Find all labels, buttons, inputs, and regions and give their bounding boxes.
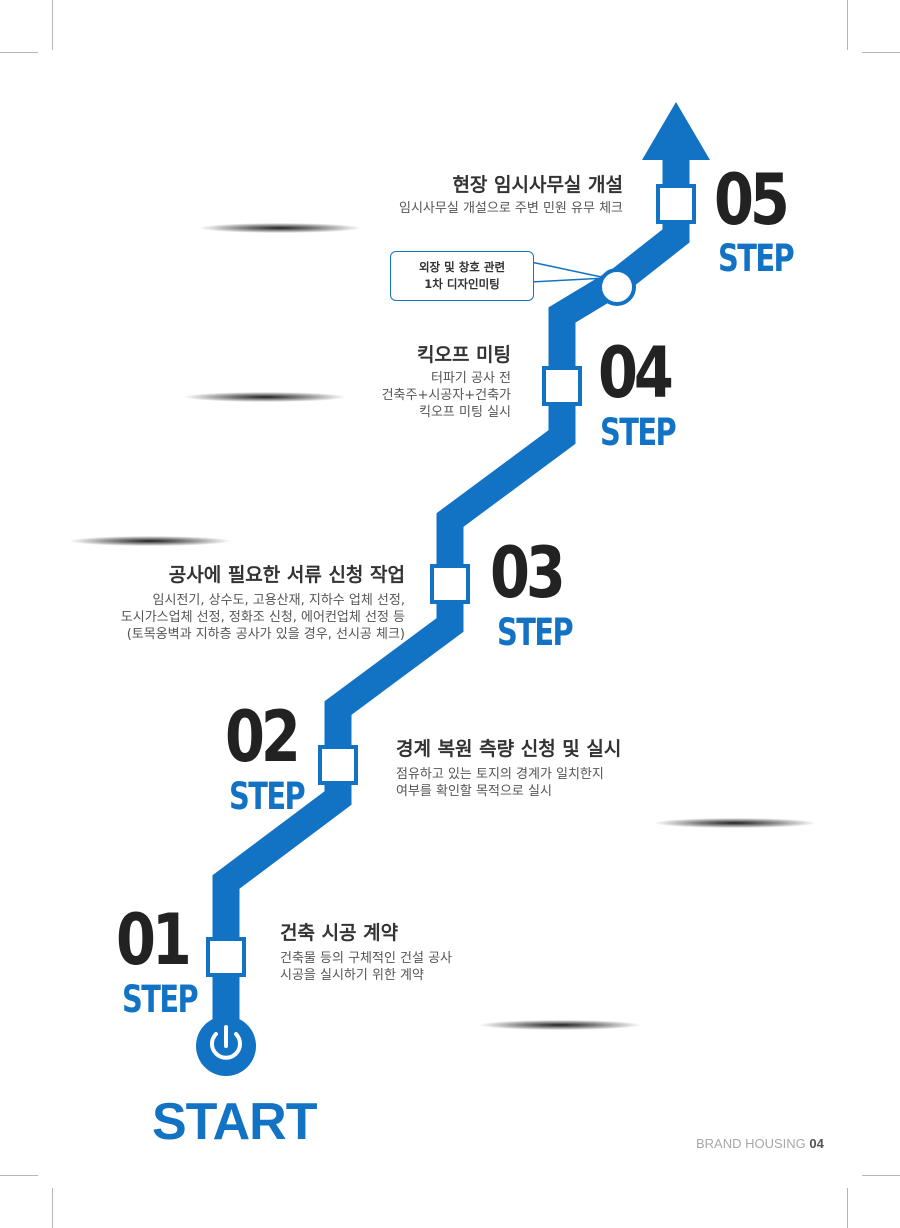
decor-shadow	[70, 536, 230, 546]
start-label: START	[152, 1093, 317, 1151]
step-05-title: 현장 임시사무실 개설	[452, 174, 623, 196]
decor-shadow	[200, 223, 360, 233]
crop-mark	[862, 52, 900, 53]
step-05-label: STEP	[718, 237, 795, 280]
step-03-number: 03	[490, 532, 566, 614]
step-04-description: 터파기 공사 전 건축주+시공자+건축가 킥오프 미팅 실시	[381, 371, 511, 420]
step-02-label: STEP	[229, 775, 306, 818]
step-01-label: STEP	[122, 978, 199, 1021]
step-02-title: 경계 복원 측량 신청 및 실시	[396, 738, 622, 760]
step-05-number: 05	[714, 159, 790, 241]
step-01-marker	[206, 937, 246, 977]
step-04-label: STEP	[600, 411, 677, 454]
callout-line-1: 외장 및 창호 관련	[418, 260, 506, 274]
step-05-marker	[656, 184, 696, 224]
callout-connector	[530, 261, 607, 283]
crop-mark	[847, 1188, 848, 1228]
step-04-marker	[542, 366, 582, 406]
footer-brand: BRAND HOUSING	[696, 1136, 806, 1151]
step-01-title: 건축 시공 계약	[280, 922, 399, 944]
decor-shadow	[480, 1020, 640, 1030]
step-05-description: 임시사무실 개설으로 주변 민원 유무 체크	[399, 201, 623, 216]
page-footer: BRAND HOUSING 04	[696, 1136, 824, 1151]
step-02-description: 점유하고 있는 토지의 경계가 일치한지 여부를 확인할 목적으로 실시	[396, 767, 604, 799]
meeting-point-marker	[598, 268, 636, 306]
step-03-label: STEP	[497, 611, 574, 654]
crop-mark	[52, 1188, 53, 1228]
step-03-title: 공사에 필요한 서류 신청 작업	[168, 564, 405, 586]
step-03-description: 임시전기, 상수도, 고용산재, 지하수 업체 선정, 도시가스업체 선정, 정…	[120, 593, 405, 642]
crop-mark	[862, 1175, 900, 1176]
decor-shadow	[655, 818, 815, 828]
design-meeting-callout: 외장 및 창호 관련 1차 디자인미팅	[390, 251, 534, 301]
crop-mark	[52, 0, 53, 50]
crop-mark	[0, 52, 38, 53]
step-03-marker	[430, 564, 470, 604]
step-02-number: 02	[225, 696, 301, 778]
step-01-number: 01	[116, 899, 192, 981]
step-04-title: 킥오프 미팅	[416, 344, 511, 366]
page-number: 04	[809, 1136, 824, 1151]
crop-mark	[847, 0, 848, 50]
step-04-number: 04	[598, 332, 674, 414]
crop-mark	[0, 1175, 38, 1176]
arrow-up-icon	[642, 102, 710, 160]
decor-shadow	[185, 392, 345, 402]
power-icon	[196, 1016, 256, 1076]
step-01-description: 건축물 등의 구체적인 건설 공사 시공을 실시하기 위한 계약	[280, 951, 453, 983]
step-02-marker	[318, 745, 358, 785]
callout-line-2: 1차 디자인미팅	[424, 277, 500, 291]
